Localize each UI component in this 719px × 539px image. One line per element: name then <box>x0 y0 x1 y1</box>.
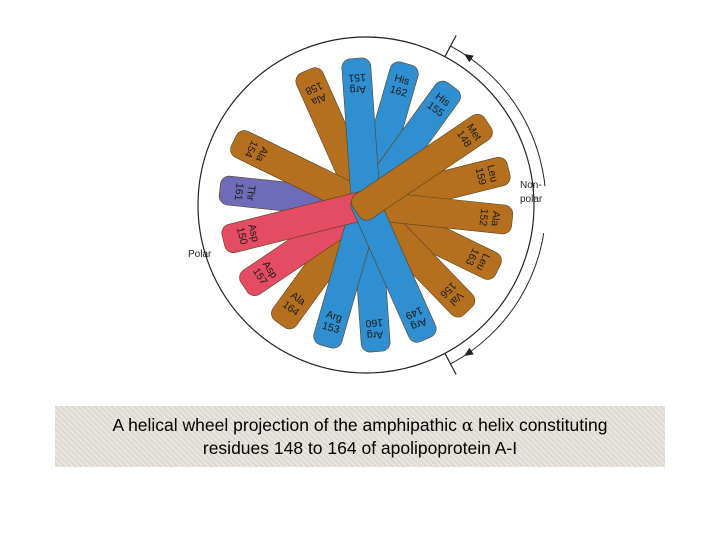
caption-line-1: A helical wheel projection of the amphip… <box>113 414 608 437</box>
caption-text-a: A helical wheel projection of the amphip… <box>112 415 462 435</box>
arc-gap <box>541 185 548 234</box>
residue-name-150: Asp <box>245 223 261 244</box>
residue-name-161: Thr <box>244 184 258 201</box>
spoke-bar-148 <box>351 113 493 221</box>
nonpolar-label-line1: Non- <box>520 180 542 191</box>
residue-name-158: Ala <box>309 90 328 107</box>
residue-name-160: Arg <box>366 328 383 341</box>
residue-number-152: 152 <box>476 208 490 227</box>
helical-wheel-diagram: Ala164Leu163His162Thr161Arg160Leu159Ala1… <box>188 35 548 375</box>
residue-name-162: His <box>393 72 411 88</box>
arc-arrow-bottom <box>464 347 474 356</box>
arc-tick-1 <box>444 35 457 57</box>
outer-circle-line <box>197 36 535 374</box>
residue-spokes: Ala164Leu163His162Thr161Arg160Leu159Ala1… <box>218 57 514 353</box>
arc-arrow-top <box>464 54 474 63</box>
residue-name-152: Ala <box>489 210 503 227</box>
face-arcs <box>444 35 548 375</box>
caption-text-b: helix constituting <box>473 415 608 435</box>
caption-line-2: residues 148 to 164 of apolipoprotein A-… <box>202 438 518 458</box>
residue-name-153: Arg <box>325 308 344 324</box>
residue-number-150: 150 <box>234 226 250 246</box>
caption-box: A helical wheel projection of the amphip… <box>55 406 665 467</box>
residue-number-161: 161 <box>232 182 246 201</box>
nonpolar-label-line2: polar <box>520 194 543 205</box>
alpha-symbol: α <box>461 416 474 436</box>
outer-circle <box>197 36 535 374</box>
arc-tick-2 <box>444 353 457 375</box>
residue-number-159: 159 <box>473 166 489 186</box>
residue-name-151: Arg <box>349 83 366 96</box>
residue-name-159: Leu <box>484 164 500 184</box>
residue-number-153: 153 <box>321 320 341 336</box>
residue-number-151: 151 <box>348 71 366 84</box>
polar-label: Polar <box>188 249 212 260</box>
residue-number-160: 160 <box>365 316 383 329</box>
residue-number-162: 162 <box>388 83 408 99</box>
